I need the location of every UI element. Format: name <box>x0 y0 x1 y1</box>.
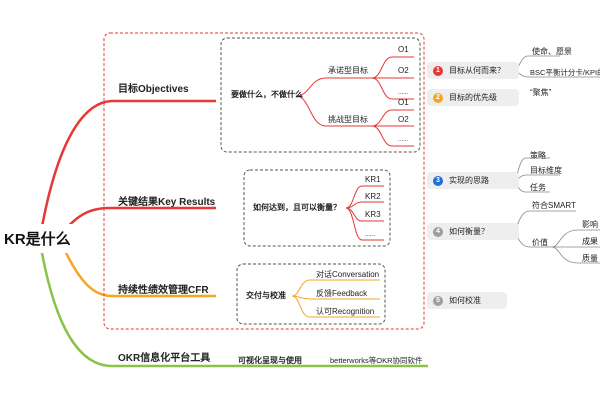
aspirational-goal-label: 挑战型目标 <box>328 114 368 124</box>
note-badge-4: 4 <box>433 226 443 237</box>
note-box-2: 2 目标的优先级 <box>427 89 519 106</box>
note-badge-3: 3 <box>433 175 443 186</box>
aspirational-item-3: ...... <box>398 137 408 143</box>
branch-line-objectives <box>38 99 216 239</box>
note-label-5: 如何校准 <box>449 296 481 305</box>
aspirational-item-2: O2 <box>398 115 409 124</box>
committed-goal-label: 承诺型目标 <box>328 65 368 75</box>
note-box-3: 3 实现的思路 <box>427 172 519 189</box>
branch-label-objectives: 目标Objectives <box>118 82 189 95</box>
cfr-item-feedback: 反馈Feedback <box>316 288 368 298</box>
kr-item-3: KR3 <box>365 210 381 219</box>
objectives-question: 要做什么，不做什么 <box>231 89 303 99</box>
committed-item-2: O2 <box>398 66 409 75</box>
note-badge-5: 5 <box>433 295 443 306</box>
note-4-sub-impact: 影响 <box>582 219 598 229</box>
note-badge-2: 2 <box>433 92 443 103</box>
note-box-4: 4 如何衡量？ <box>427 223 519 240</box>
note-3-child-2: 目标维度 <box>530 165 562 175</box>
key-results-dashed-box <box>243 169 391 247</box>
committed-item-1: O1 <box>398 45 409 54</box>
branch-line-key-results <box>59 206 216 237</box>
cfr-item-conversation: 对话Conversation <box>316 269 379 279</box>
branch-label-tools: OKR信息化平台工具 <box>118 351 210 364</box>
key-results-connectors <box>345 185 384 241</box>
aspirational-item-1: O1 <box>398 98 409 107</box>
note-label-3: 实现的思路 <box>449 176 489 185</box>
kr-item-4: ...... <box>365 232 375 238</box>
note-3-child-3: 任务 <box>530 182 546 192</box>
note-box-1: 1 目标从何而来？ <box>427 62 519 79</box>
cfr-label: 交付与校准 <box>246 290 286 300</box>
branch-label-cfr: 持续性绩效管理CFR <box>118 283 209 296</box>
note-label-1: 目标从何而来？ <box>449 66 505 75</box>
kr-item-1: KR1 <box>365 175 381 184</box>
branch-label-key-results: 关键结果Key Results <box>118 195 216 208</box>
note-3-child-1: 策略 <box>530 150 546 160</box>
note-4-child-value: 价值 <box>532 237 548 247</box>
note-label-2: 目标的优先级 <box>449 93 497 102</box>
root-label: KR是什么 <box>4 231 71 248</box>
branch-line-tools <box>38 241 428 368</box>
committed-item-3: ...... <box>398 90 408 96</box>
kr-item-2: KR2 <box>365 192 381 201</box>
note-connectors <box>511 55 600 264</box>
key-results-question: 如何达到，且可以衡量？ <box>253 202 341 212</box>
tools-label: 可视化呈现与使用 <box>238 355 302 365</box>
note-box-5: 5 如何校准 <box>427 292 507 309</box>
note-4-child-smart: 符合SMART <box>532 200 576 210</box>
cfr-dashed-box <box>236 263 386 325</box>
note-label-4: 如何衡量？ <box>449 227 489 236</box>
objectives-dashed-box <box>220 37 421 153</box>
root-node: KR是什么 <box>0 224 79 253</box>
objectives-connectors <box>295 56 414 147</box>
note-4-sub-outcome: 成果 <box>582 236 598 246</box>
note-1-child-1: 使命、愿景 <box>532 46 572 56</box>
cfr-item-recognition: 认可Recognition <box>316 306 374 316</box>
note-badge-1: 1 <box>433 65 443 76</box>
cfr-connectors <box>291 279 380 318</box>
note-4-sub-quality: 质量 <box>582 253 598 263</box>
tools-item: betterworks等OKR协同软件 <box>330 355 423 365</box>
note-2-child-1: “聚焦” <box>530 87 552 97</box>
branch-line-cfr <box>58 239 216 298</box>
note-1-child-2: BSC平衡计分卡/KPI的 <box>530 67 600 77</box>
